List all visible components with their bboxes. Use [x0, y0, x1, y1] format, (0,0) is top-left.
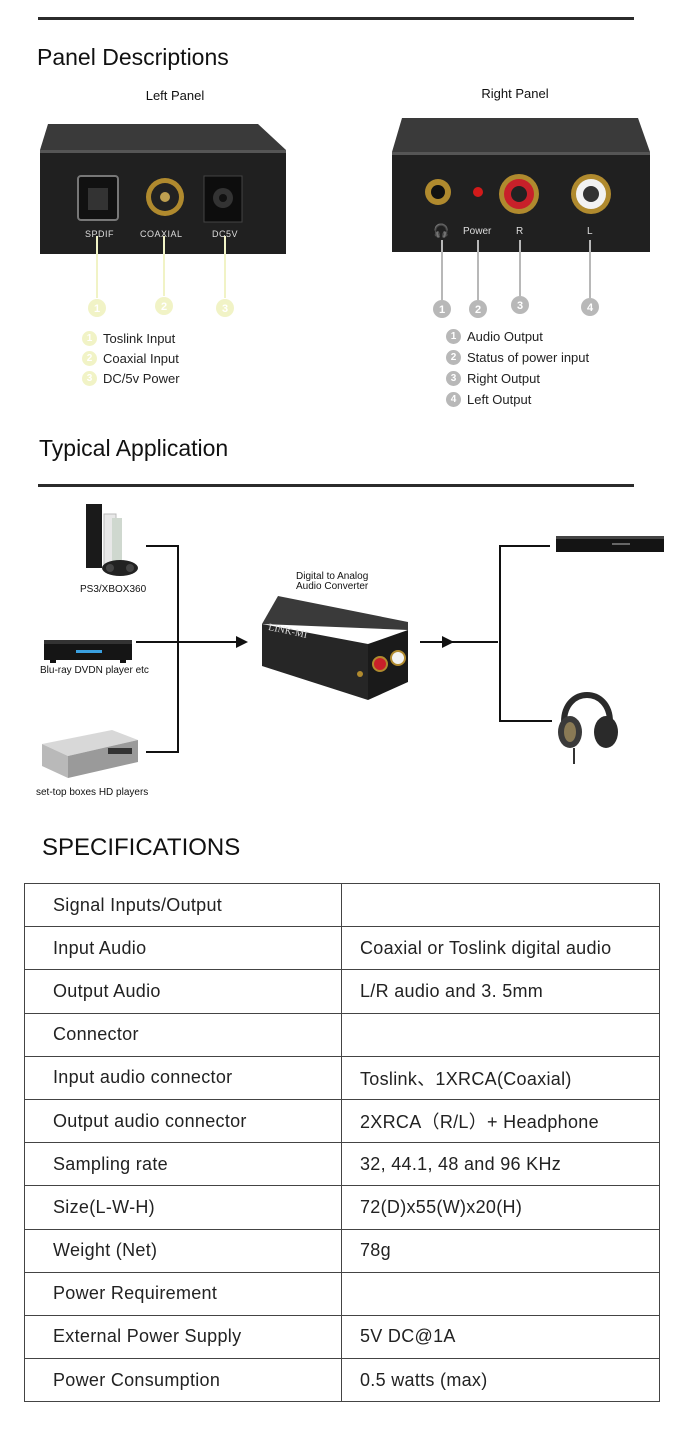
- left-panel-device-image: [40, 124, 286, 254]
- spec-value: 78g: [341, 1228, 660, 1273]
- legend-item: 3 DC/5v Power: [82, 368, 180, 388]
- right-panel-caption: Right Panel: [481, 86, 549, 101]
- legend-text: Status of power input: [467, 349, 590, 365]
- spec-value: 32, 44.1, 48 and 96 KHz: [341, 1142, 660, 1187]
- left-legend: 1 Toslink Input 2 Coaxial Input 3 DC/5v Pow…: [82, 328, 180, 388]
- top-rule: [38, 17, 634, 20]
- spec-key: Sampling rate: [24, 1142, 342, 1187]
- bluray-player-image: [44, 640, 132, 663]
- spec-key: Power Consumption: [24, 1358, 342, 1403]
- converter-label-1: Digital to Analog: [296, 571, 369, 582]
- spec-value: L/R audio and 3. 5mm: [341, 969, 660, 1014]
- legend-text: Right Output: [467, 370, 540, 386]
- svg-text:3: 3: [517, 300, 523, 312]
- legend-item: 2 Status of power input: [446, 347, 589, 368]
- spec-key: Output Audio: [24, 969, 342, 1014]
- headphone-icon: 🎧: [433, 223, 450, 238]
- legend-num: 1: [446, 329, 461, 344]
- legend-text: Audio Output: [467, 328, 543, 344]
- port-label-coaxial: COAXIAL: [140, 229, 183, 239]
- spec-key: Input Audio: [24, 926, 342, 971]
- panel-descriptions-title: Panel Descriptions: [37, 44, 229, 70]
- left-callout-lines: 1 2 3: [88, 236, 234, 317]
- port-label-dc5v: DC5V: [212, 229, 239, 239]
- port-label-power: Power: [463, 226, 492, 237]
- spec-row: Signal Inputs/Output: [24, 882, 660, 928]
- spec-row: Connector: [24, 1012, 660, 1057]
- right-legend: 1 Audio Output 2 Status of power input 3 Ri…: [446, 326, 589, 410]
- console-image: [86, 504, 138, 576]
- spec-value: [341, 1271, 660, 1316]
- port-label-spdif: SPDIF: [85, 229, 115, 239]
- spec-value: 0.5 watts (max): [341, 1358, 660, 1403]
- application-rule: [38, 484, 634, 487]
- converter-device-image: [262, 596, 408, 700]
- spec-value: [341, 882, 660, 928]
- legend-num: 3: [82, 370, 97, 386]
- converter-label-2: Audio Converter: [296, 581, 369, 592]
- svg-text:4: 4: [587, 302, 594, 314]
- svg-text:1: 1: [94, 303, 100, 315]
- spec-key: Weight (Net): [24, 1228, 342, 1273]
- spec-key: Connector: [24, 1012, 342, 1057]
- spec-key: Output audio connector: [24, 1098, 342, 1144]
- left-panel-caption: Left Panel: [145, 88, 205, 103]
- specifications-title: SPECIFICATIONS: [42, 834, 241, 861]
- right-callout-lines: 1 2 3 4: [433, 240, 599, 318]
- legend-num: 1: [82, 330, 97, 346]
- spec-row: Power Requirement: [24, 1271, 660, 1316]
- spec-value: 5V DC@1A: [341, 1314, 660, 1360]
- legend-item: 1 Toslink Input: [82, 328, 180, 348]
- spec-key: External Power Supply: [24, 1314, 342, 1360]
- legend-num: 2: [446, 350, 461, 365]
- legend-num: 3: [446, 371, 461, 386]
- port-label-l: L: [587, 226, 593, 237]
- typical-application-title: Typical Application: [39, 435, 229, 461]
- legend-item: 3 Right Output: [446, 368, 589, 389]
- spec-value: [341, 1012, 660, 1057]
- spec-key: Signal Inputs/Output: [24, 882, 342, 928]
- svg-text:2: 2: [161, 301, 167, 313]
- spec-key: Input audio connector: [24, 1055, 342, 1100]
- legend-num: 4: [446, 392, 461, 407]
- legend-item: 4 Left Output: [446, 389, 589, 410]
- spec-value: 2XRCA（R/L）+ Headphone: [341, 1098, 660, 1144]
- dvd-player-image: [556, 536, 664, 552]
- application-flow-lines: [136, 545, 552, 753]
- spec-row: Size(L-W-H)72(D)x55(W)x20(H): [24, 1185, 660, 1230]
- spec-key: Size(L-W-H): [24, 1185, 342, 1230]
- svg-text:3: 3: [222, 303, 228, 315]
- legend-text: Left Output: [467, 391, 532, 407]
- legend-item: 1 Audio Output: [446, 326, 589, 347]
- svg-text:1: 1: [439, 304, 445, 316]
- spec-row: Weight (Net)78g: [24, 1228, 660, 1273]
- svg-text:2: 2: [475, 304, 481, 316]
- legend-item: 2 Coaxial Input: [82, 348, 180, 368]
- right-panel-device-image: [392, 118, 650, 252]
- spec-value: Toslink、1XRCA(Coaxial): [341, 1055, 660, 1100]
- port-label-r: R: [516, 226, 524, 237]
- spec-value: 72(D)x55(W)x20(H): [341, 1185, 660, 1230]
- settop-box-image: [42, 730, 138, 778]
- legend-text: DC/5v Power: [103, 370, 180, 386]
- source-label-bluray: Blu-ray DVDN player etc: [40, 665, 149, 676]
- legend-text: Toslink Input: [103, 330, 176, 346]
- spec-value: Coaxial or Toslink digital audio: [341, 926, 660, 971]
- legend-text: Coaxial Input: [103, 350, 179, 366]
- spec-key: Power Requirement: [24, 1271, 342, 1316]
- source-label-settop: set-top boxes HD players: [36, 787, 149, 798]
- headphones-image: [558, 692, 618, 764]
- source-label-console: PS3/XBOX360: [80, 584, 147, 595]
- legend-num: 2: [82, 350, 97, 366]
